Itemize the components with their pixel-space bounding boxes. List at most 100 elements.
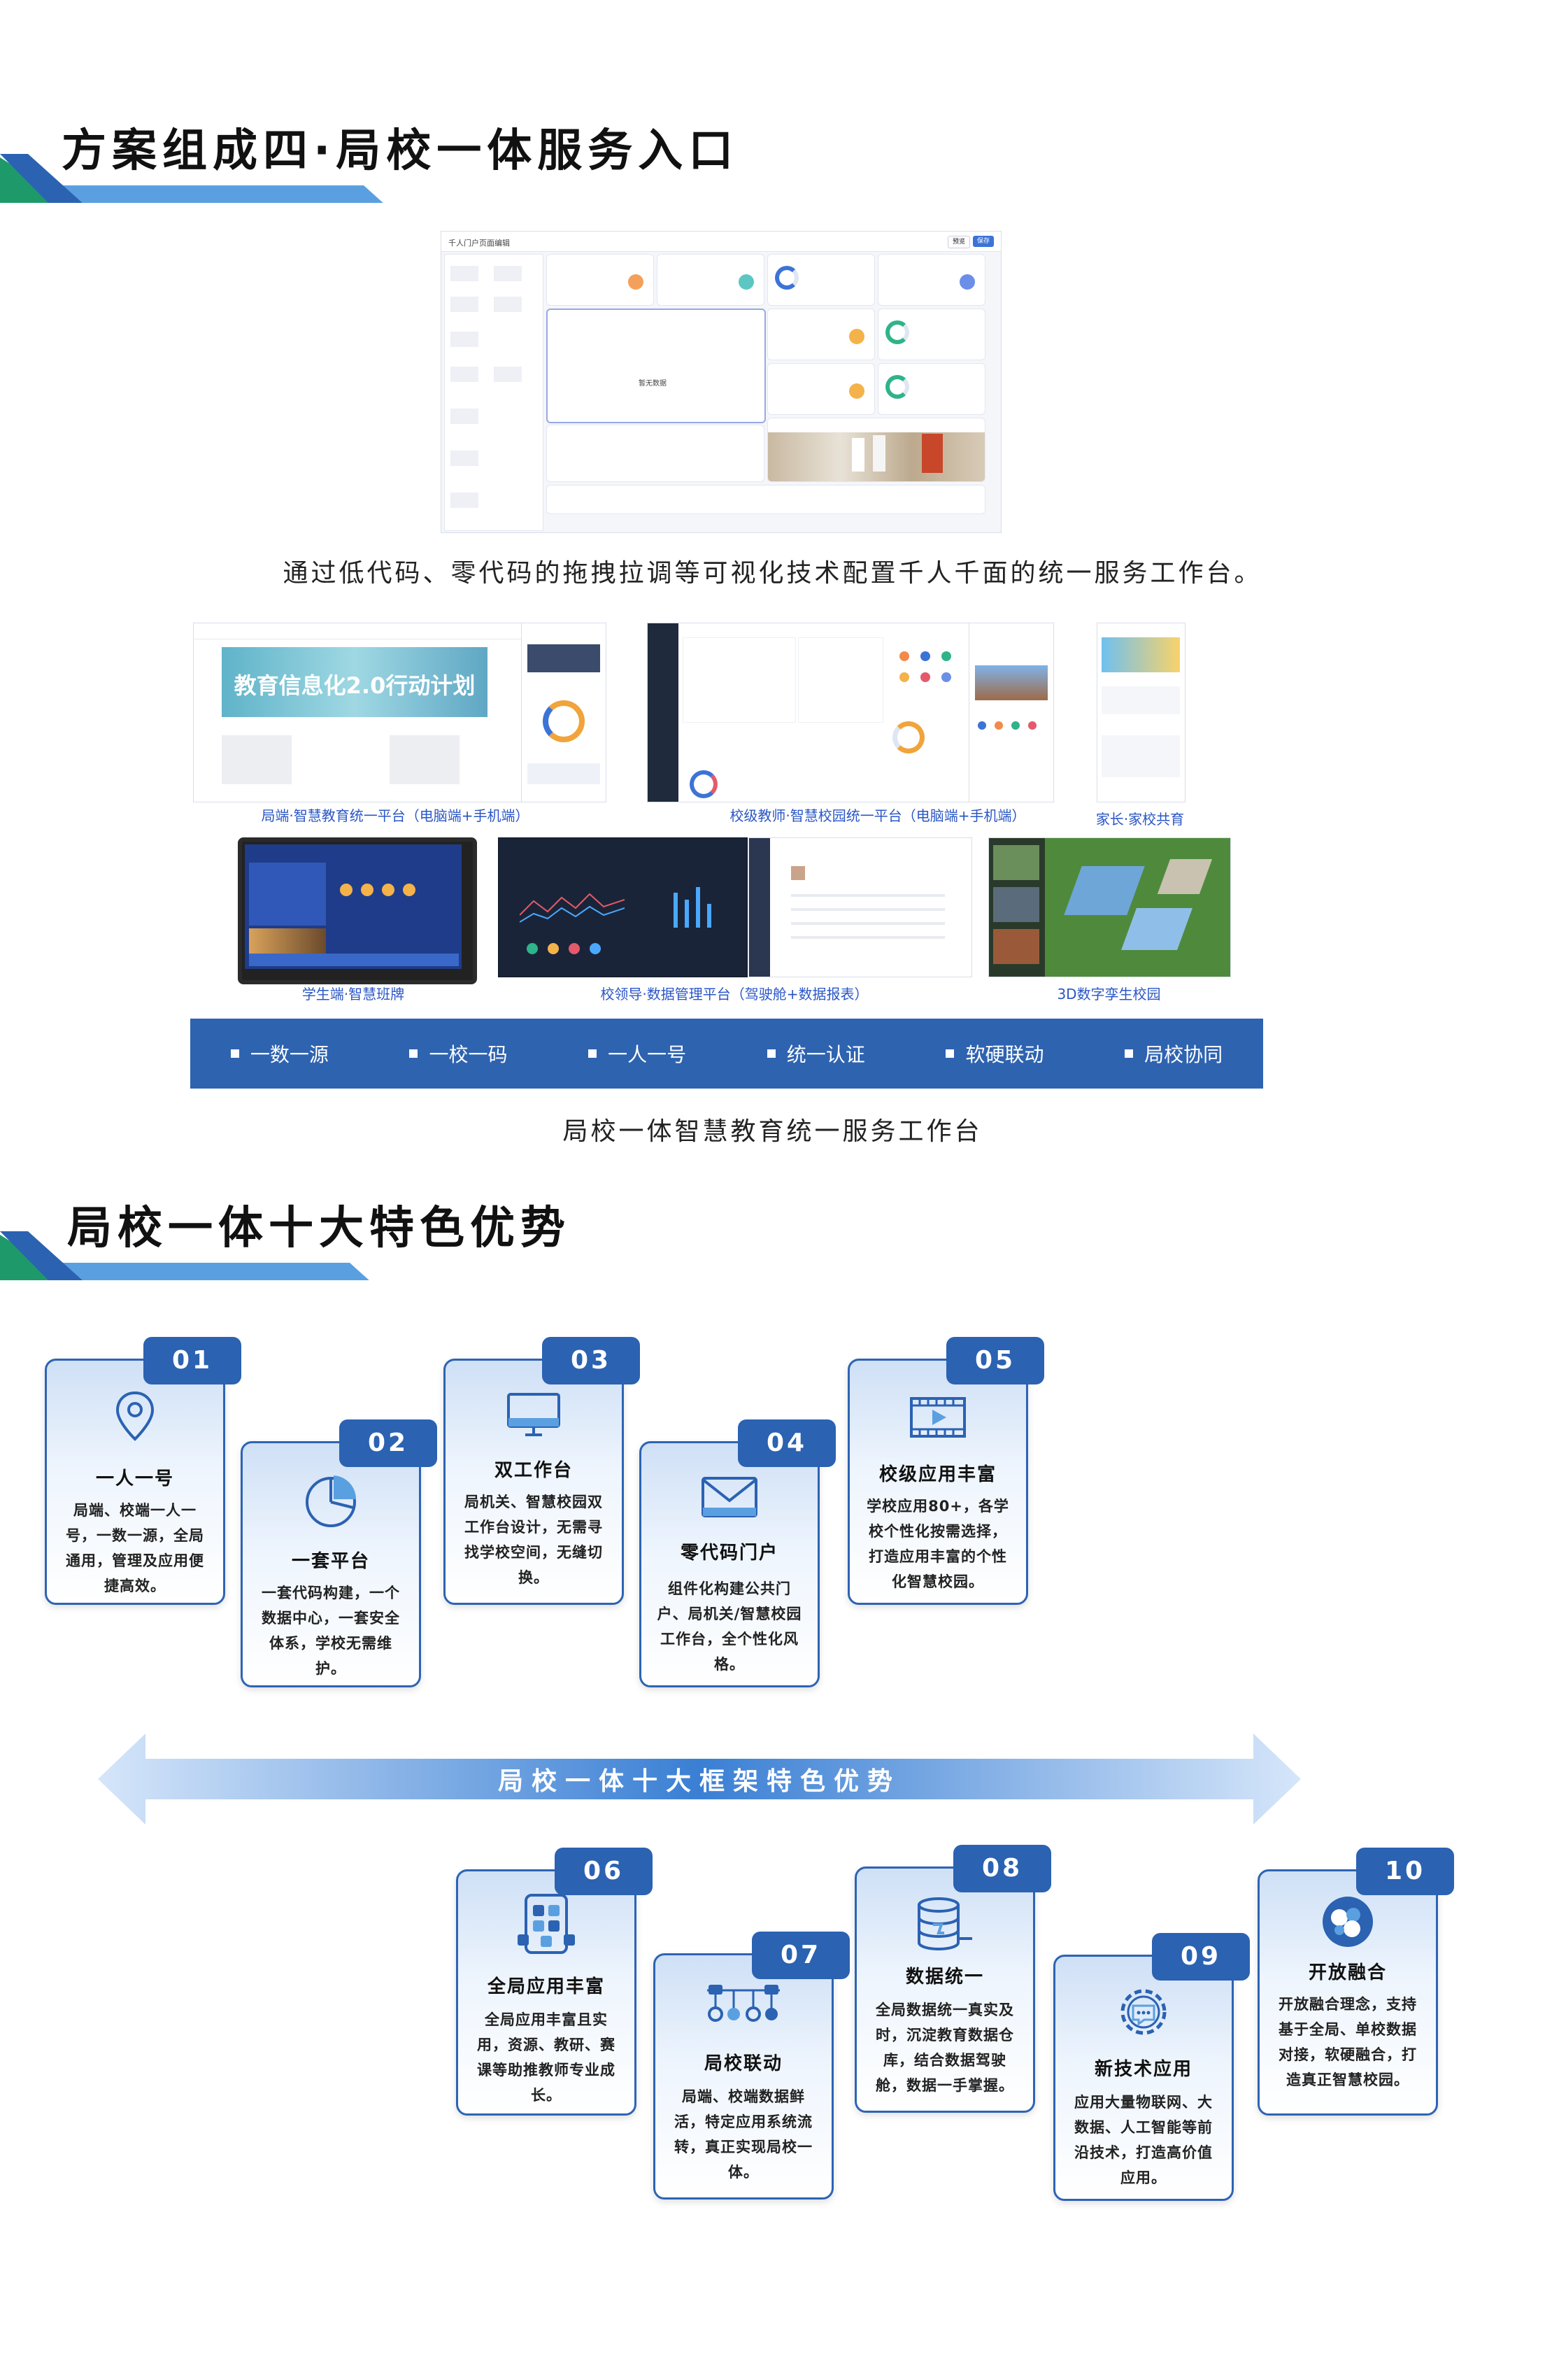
card-number: 01 (143, 1337, 241, 1384)
square-bullet-icon (409, 1049, 418, 1058)
sub-caption-teacher: 校级教师·智慧校园统一平台（电脑端+手机端） (729, 807, 1026, 824)
card-title: 一人一号 (95, 1468, 174, 1489)
video-play-icon (850, 1396, 1026, 1439)
card-title: 新技术应用 (1094, 2059, 1192, 2080)
strip-item: 统一认证 (767, 1040, 865, 1068)
strip-label: 一数一源 (250, 1043, 329, 1066)
sub-caption-leader: 校领导·数据管理平台（驾驶舱+数据报表） (600, 986, 869, 1003)
teacher-pc-screenshot (647, 623, 970, 802)
card-desc: 局机关、智慧校园双工作台设计，无需寻找学校空间，无缝切换。 (464, 1494, 603, 1586)
card-title: 一套平台 (291, 1551, 370, 1572)
section2-header: 局校一体十大特色优势 (0, 1182, 839, 1280)
bureau-pc-screenshot: 教育信息化2.0行动计划 (193, 623, 523, 802)
card-number: 09 (1152, 1933, 1250, 1981)
feature-card-06: 06 全局应用丰富 全局应用丰富且实用，资源、教研、赛课等助推教师专业成长。 (456, 1848, 653, 2116)
section2-title: 局校一体十大特色优势 (67, 1203, 571, 1254)
card-title: 局校联动 (704, 2053, 783, 2074)
component-palette (444, 254, 543, 531)
card-title: 零代码门户 (680, 1543, 778, 1564)
envelope-icon (641, 1474, 818, 1520)
square-bullet-icon (946, 1049, 955, 1058)
strip-label: 一人一号 (608, 1043, 687, 1066)
strip-label: 统一认证 (786, 1043, 865, 1066)
feature-card-04: 04 零代码门户 组件化构建公共门户、局机关/智慧校园工作台，全个性化风格。 (639, 1419, 836, 1687)
bureau-mobile-screenshot (521, 623, 606, 802)
strip-label: 一校一码 (429, 1043, 508, 1066)
card-title: 校级应用丰富 (878, 1464, 997, 1485)
feature-card-07: 07 局校联动 局端、校端数据鲜活，特定应用系统流转，真正实现局校一体。 (653, 1932, 850, 2200)
header-ribbon-icon (0, 1231, 369, 1280)
feature-card-03: 03 双工作台 局机关、智慧校园双工作台设计，无需寻找学校空间，无缝切换。 (443, 1337, 640, 1605)
class-board-screenshot (238, 837, 477, 984)
feature-card-02: 02 一套平台 一套代码构建，一个数据中心，一套安全体系，学校无需维护。 (241, 1419, 437, 1687)
sub-caption-parent: 家长·家校共育 (1095, 811, 1185, 828)
empty-label: 暂无数据 (639, 380, 667, 388)
feature-card-09: 09 新技术应用 应用大量物联网、大数据、人工智能等前沿技术，打造高价值应用。 (1053, 1933, 1250, 2201)
sub-caption-bureau: 局端·智慧教育统一平台（电脑端+手机端） (261, 807, 529, 824)
save-button[interactable]: 保存 (973, 236, 994, 247)
monitor-icon (446, 1390, 622, 1440)
strip-item: 一人一号 (588, 1040, 686, 1068)
double-arrow-icon (98, 1734, 1301, 1825)
teacher-mobile-screenshot (969, 623, 1054, 802)
dashboard-line-icon (520, 893, 625, 923)
feature-card-05: 05 校级应用丰富 学校应用80+，各学校个性化按需选择，打造应用丰富的个性化智… (848, 1337, 1044, 1605)
card-number: 07 (752, 1932, 850, 1979)
caption-lowcode: 通过低代码、零代码的拖拽拉调等可视化技术配置千人千面的统一服务工作台。 (283, 559, 1262, 588)
sub-caption-student: 学生端·智慧班牌 (301, 986, 405, 1003)
card-desc: 应用大量物联网、大数据、人工智能等前沿技术，打造高价值应用。 (1074, 2094, 1213, 2186)
card-number: 04 (738, 1419, 836, 1467)
caption-workbench: 局校一体智慧教育统一服务工作台 (562, 1117, 983, 1146)
selected-widget[interactable]: 暂无数据 (546, 309, 766, 423)
feature-card-10: 10 开放融合 开放融合理念，支持基于全局、单校数据对接，软硬融合，打造真正智慧… (1258, 1848, 1454, 2116)
header-ribbon-icon (0, 154, 383, 203)
card-title: 数据统一 (905, 1967, 984, 1988)
card-number: 10 (1356, 1848, 1454, 1895)
card-desc: 一套代码构建，一个数据中心，一套安全体系，学校无需维护。 (262, 1585, 400, 1677)
leader-dashboard-screenshot (498, 837, 748, 977)
network-nodes-icon (655, 1983, 832, 2025)
circles-merge-icon (1260, 1892, 1436, 1951)
editor-title: 千人门户页面编辑 (448, 239, 510, 248)
app-grid-phone-icon (458, 1892, 634, 1955)
card-desc: 局端、校端一人一号，一数一源，全局通用，管理及应用便捷高效。 (66, 1502, 204, 1594)
card-number: 03 (542, 1337, 640, 1384)
pie-chart-icon (243, 1471, 419, 1530)
card-desc: 学校应用80+，各学校个性化按需选择，打造应用丰富的个性化智慧校园。 (867, 1498, 1009, 1590)
square-bullet-icon (1125, 1049, 1134, 1058)
leader-report-screenshot (748, 837, 972, 977)
sub-caption-3d: 3D数字孪生校园 (1057, 986, 1161, 1003)
strip-item: 局校协同 (1125, 1040, 1223, 1068)
section1-title: 方案组成四·局校一体服务入口 (62, 125, 739, 177)
card-desc: 组件化构建公共门户、局机关/智慧校园工作台，全个性化风格。 (657, 1580, 802, 1673)
digital-twin-screenshot (988, 837, 1231, 977)
section1-header: 方案组成四·局校一体服务入口 (0, 105, 839, 203)
location-pin-icon (47, 1389, 223, 1445)
strip-item: 软硬联动 (946, 1040, 1044, 1068)
square-bullet-icon (767, 1049, 776, 1058)
square-bullet-icon (230, 1049, 239, 1058)
strip-label: 局校协同 (1144, 1043, 1223, 1066)
card-number: 05 (946, 1337, 1044, 1384)
card-desc: 局端、校端数据鲜活，特定应用系统流转，真正实现局校一体。 (674, 2088, 813, 2181)
framework-banner: 局校一体十大框架特色优势 (98, 1734, 1301, 1825)
preview-button[interactable]: 预览 (948, 236, 970, 248)
gear-chat-icon (1055, 1982, 1232, 2042)
parent-mobile-screenshot (1097, 623, 1186, 802)
strip-item: 一校一码 (409, 1040, 507, 1068)
portal-editor-screenshot: 千人门户页面编辑 预览 保存 暂无数据 (441, 231, 1002, 533)
strip-label: 软硬联动 (965, 1043, 1044, 1066)
edu-plan-banner-title: 教育信息化2.0行动计划 (234, 672, 476, 699)
card-desc: 开放融合理念，支持基于全局、单校数据对接，软硬融合，打造真正智慧校园。 (1279, 1996, 1417, 2088)
card-number: 06 (555, 1848, 653, 1895)
card-title: 全局应用丰富 (487, 1976, 605, 1997)
square-bullet-icon (588, 1049, 597, 1058)
feature-card-01: 01 一人一号 局端、校端一人一号，一数一源，全局通用，管理及应用便捷高效。 (45, 1337, 241, 1605)
card-number: 02 (339, 1419, 437, 1467)
feature-card-08: 08 数据统一 全局数据统一真实及时，沉淀教育数据仓库，结合数据驾驶舱，数据一手… (855, 1845, 1051, 2113)
strip-item: 一数一源 (230, 1040, 329, 1068)
card-number: 08 (953, 1845, 1051, 1892)
card-desc: 全局数据统一真实及时，沉淀教育数据仓库，结合数据驾驶舱，数据一手掌握。 (876, 2002, 1014, 2094)
card-title: 开放融合 (1308, 1962, 1387, 1983)
database-icon (857, 1897, 1033, 1953)
